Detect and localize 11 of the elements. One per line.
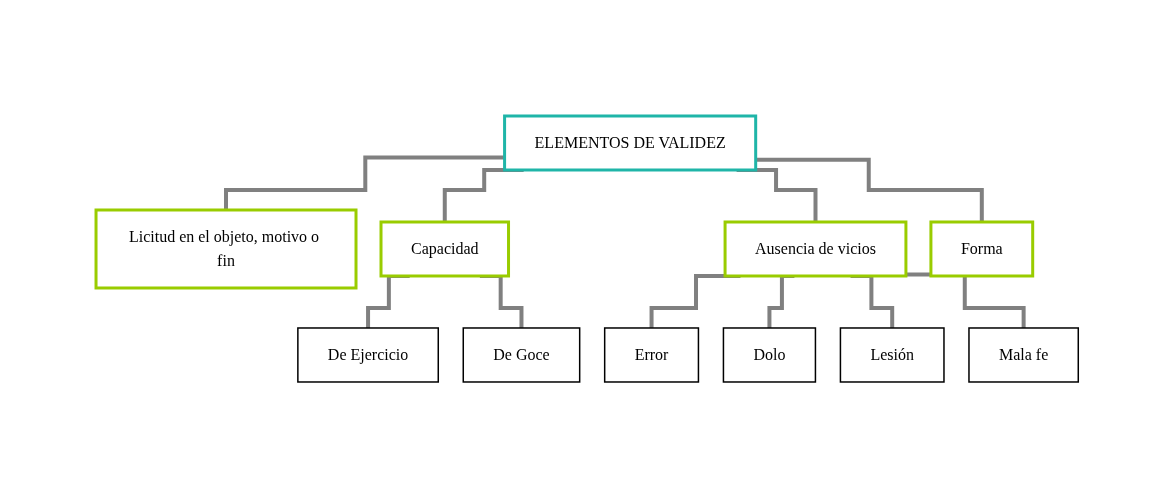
node-box: Lesión <box>839 326 945 383</box>
node-box: Capacidad <box>379 220 510 277</box>
node-box: Dolo <box>722 326 816 383</box>
node-box: Licitud en el objeto, motivo o fin <box>94 208 358 289</box>
node-box: De Goce <box>462 326 581 383</box>
node-box: Forma <box>929 220 1035 277</box>
node-box: Mala fe <box>968 326 1079 383</box>
node-box: De Ejercicio <box>296 326 439 383</box>
node-box: ELEMENTOS DE VALIDEZ <box>502 114 757 171</box>
node-box: Error <box>603 326 700 383</box>
node-box: Ausencia de vicios <box>723 220 908 277</box>
